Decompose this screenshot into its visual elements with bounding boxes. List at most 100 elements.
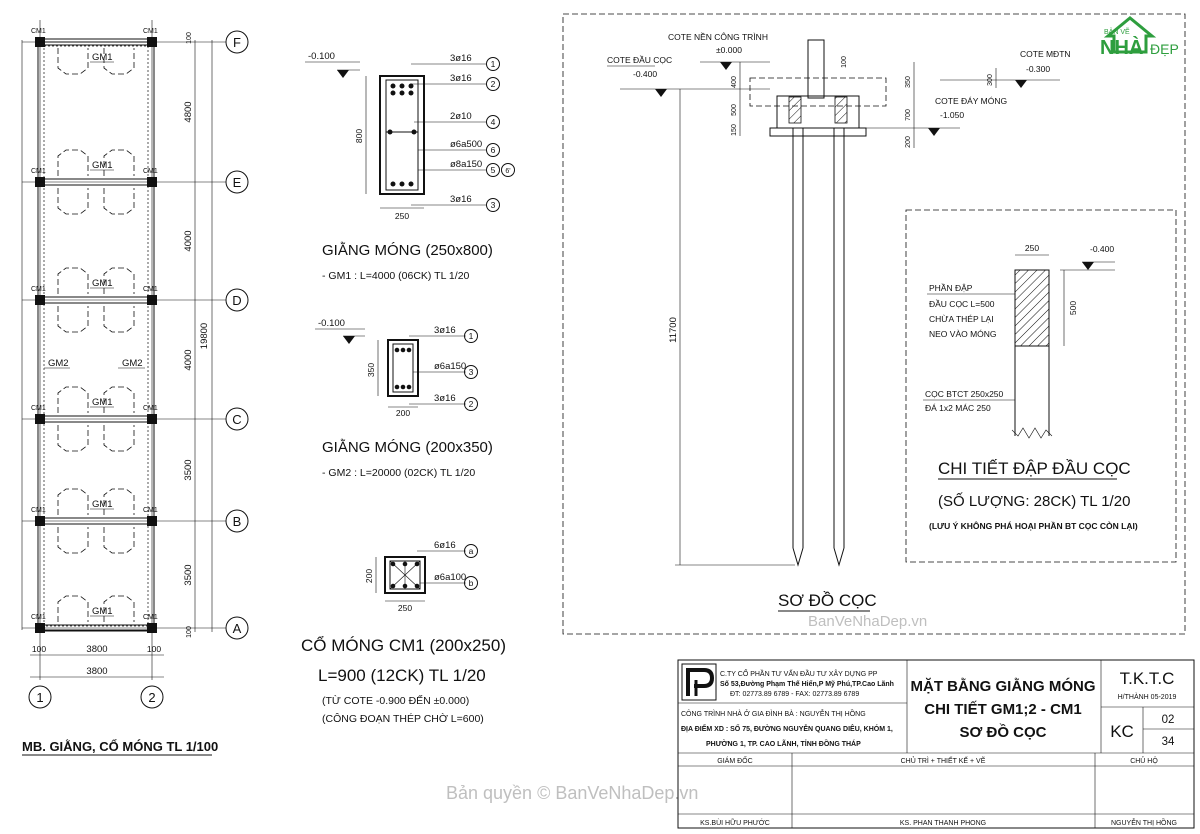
edge-dim-bottom: 100 [186, 626, 193, 638]
axis-row-F: F [233, 35, 241, 50]
tb-sheet-title3: SƠ ĐỒ CỌC [960, 723, 1047, 741]
beam2-callout-num: 2 [469, 399, 474, 409]
plan-title: MB. GIẰNG, CỔ MÓNG TL 1/100 [22, 739, 218, 754]
beam1-width: 250 [395, 211, 409, 221]
tb-sheet-title2: CHI TIẾT GM1;2 - CM1 [924, 701, 1082, 718]
column-title2: L=900 (12CK) TL 1/20 [318, 666, 486, 685]
beam2-callout-num: 1 [469, 331, 474, 341]
beam2-height: 350 [366, 363, 376, 377]
tb-phone: ĐT: 02773.89 6789 - FAX: 02773.89 6789 [730, 691, 859, 698]
beam2-callout-text: 3ø16 [434, 393, 456, 404]
watermark-mid: BanVeNhaDep.vn [808, 613, 927, 630]
gm1-label: GM1 [92, 606, 113, 617]
axis-row-B: B [233, 514, 242, 529]
column-label: CM1 [31, 28, 46, 35]
column-callout-num: a [469, 546, 474, 556]
pilehead-level: -0.400 [1090, 244, 1114, 254]
beam1-callout-num: 3 [491, 200, 496, 210]
column-width: 250 [398, 603, 412, 613]
row-dim: 3500 [183, 564, 194, 585]
brand-line3: ĐẸP [1150, 41, 1179, 57]
title-block: C.TY CỔ PHẦN TƯ VẤN ĐẦU TƯ XÂY DỰNG PP S… [677, 659, 1195, 829]
pile-dim-right-1: 700 [905, 109, 912, 121]
pilehead-height: 500 [1068, 301, 1078, 315]
pile-cote-mdtn-val: -0.300 [1026, 64, 1050, 74]
tb-sheet-total: 34 [1162, 736, 1175, 748]
pile-length: 11700 [668, 317, 679, 343]
axis-row-D: D [232, 293, 241, 308]
column-label: CM1 [31, 507, 46, 514]
column-note2: (CÔNG ĐOẠN THÉP CHỜ L=600) [322, 712, 484, 725]
tb-name1: KS.BÙI HỮU PHƯỚC [700, 818, 770, 827]
column-label: CM1 [143, 405, 158, 412]
beam1-callout-num: 5 [491, 165, 496, 175]
pile-title: SƠ ĐỒ CỌC [778, 591, 877, 610]
column-label: CM1 [143, 168, 158, 175]
pilehead-label1: PHẦN ĐẬP [929, 283, 973, 293]
beam1-height: 800 [354, 129, 364, 143]
beam1-callout-num2: 6' [505, 168, 510, 175]
pile-cote-dau-coc-val: -0.400 [633, 69, 657, 79]
beam1-title: GIẰNG MÓNG (250x800) [322, 241, 493, 259]
pile-cote-day-mong-val: -1.050 [940, 110, 964, 120]
axis-col-1: 1 [36, 690, 43, 705]
column-label: CM1 [143, 286, 158, 293]
beam2-title: GIẰNG MÓNG (200x350) [322, 438, 493, 456]
gm1-label: GM1 [92, 278, 113, 289]
pile-head-detail: 250 -0.400 500 PHẦN ĐẬP ĐẦU CỌC L=500 CH… [905, 209, 1177, 563]
pile-cote-day-mong: COTE ĐÁY MÓNG [935, 96, 1007, 106]
col-dim-left: 100 [32, 644, 46, 654]
column-height: 200 [364, 569, 374, 583]
pile-dim-left-0: 400 [731, 76, 738, 88]
row-dim: 4000 [183, 349, 194, 370]
pile-dim-top: 100 [841, 56, 848, 68]
column-label: CM1 [31, 286, 46, 293]
column-title1: CỔ MÓNG CM1 (200x250) [301, 636, 506, 655]
beam1-callout-num: 4 [491, 117, 496, 127]
beam1-callout-text: ø8a150 [450, 159, 482, 170]
axis-row-bubble [225, 288, 249, 312]
gm1-label: GM1 [92, 397, 113, 408]
axis-row-bubble [225, 509, 249, 533]
tb-sheet-no: 02 [1162, 714, 1175, 726]
column-callout-text: 6ø16 [434, 540, 456, 551]
gm2-label-right: GM2 [122, 358, 143, 369]
axis-row-bubble [225, 170, 249, 194]
brand-line1: BẢN VẼ [1104, 27, 1130, 36]
pile-cote-nen-val: ±0.000 [716, 45, 742, 55]
row-dim: 3500 [183, 459, 194, 480]
beam2-callout-num: 3 [469, 367, 474, 377]
pilehead-label6: ĐÁ 1x2 MÁC 250 [925, 403, 991, 413]
tb-code: KC [1110, 722, 1134, 741]
pilehead-label5: CỌC BTCT 250x250 [925, 389, 1004, 399]
column-callout-text: ø6a100 [434, 572, 466, 583]
beam1-callout-text: 3ø16 [450, 53, 472, 64]
axis-row-A: A [233, 621, 242, 636]
beam1-callout-text: 3ø16 [450, 73, 472, 84]
column-label: CM1 [143, 507, 158, 514]
column-label: CM1 [143, 28, 158, 35]
tb-location2: PHƯỜNG 1, TP. CAO LÃNH, TỈNH ĐỒNG THÁP [706, 738, 861, 748]
brand-logo: BẢN VẼ NHÀ ĐẸP [1100, 16, 1179, 59]
pile-dim-right-2: 200 [905, 136, 912, 148]
beam1-callout-text: ø6a500 [450, 139, 482, 150]
row-dim: 4800 [183, 101, 194, 122]
beam1-callout-num: 2 [491, 79, 496, 89]
tb-date: H/THÀNH 05-2019 [1118, 692, 1177, 701]
col-dim-total: 3800 [86, 666, 107, 677]
pilehead-label3: CHỪA THÉP LẠI [929, 314, 994, 324]
tb-role1: GIÁM ĐỐC [717, 755, 752, 765]
pile-cote-nen: COTE NỀN CÔNG TRÌNH [668, 32, 768, 42]
pile-dim-left-1: 500 [731, 104, 738, 116]
beam1-level: -0.100 [308, 51, 335, 62]
tb-project: CÔNG TRÌNH NHÀ Ở GIA ĐÌNH BÀ : NGUYỄN TH… [681, 708, 866, 718]
pile-dim-mdtn: 300 [987, 74, 994, 86]
column-label: CM1 [143, 614, 158, 621]
pilehead-note: (LƯU Ý KHÔNG PHÁ HOẠI PHẦN BT CỌC CÒN LẠ… [929, 520, 1138, 531]
axis-row-C: C [232, 412, 241, 427]
